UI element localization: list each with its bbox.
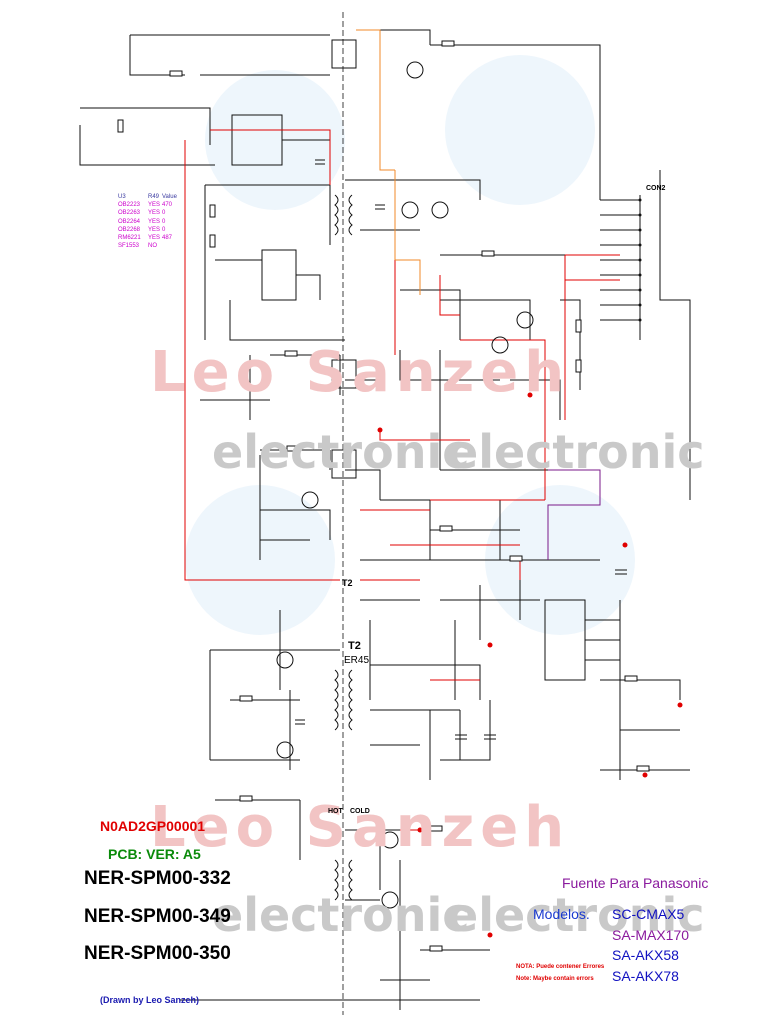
- compatible-model: SC-CMAX5: [612, 906, 685, 922]
- table-row: OB2268 YES 0: [118, 226, 180, 234]
- transformer-core-label: ER45: [344, 655, 370, 666]
- cold-side-label: COLD: [350, 808, 370, 815]
- table-cell: YES: [148, 226, 161, 233]
- ic-substitution-table: U3 R49 Value OB2223 YES 470 OB2263 YES 0…: [118, 193, 180, 250]
- resistors: [117, 40, 650, 952]
- compatible-model: SA-MAX170: [612, 927, 690, 943]
- part-code: N0AD2GP00001: [100, 818, 206, 834]
- connector-label: CON2: [646, 185, 666, 192]
- table-cell: SF1553: [118, 243, 140, 250]
- watermark-word: electronic: [447, 888, 705, 942]
- table-cell: [162, 242, 180, 250]
- table-cell: 0: [162, 210, 166, 217]
- table-row: OB2263 YES 0: [118, 209, 180, 217]
- table-cell: OB2268: [118, 226, 141, 233]
- watermark-word: electronic: [212, 888, 470, 942]
- test-points: [377, 392, 683, 938]
- board-description: Fuente Para Panasonic: [562, 875, 709, 891]
- transformer-label: T2: [342, 578, 353, 588]
- table-cell: YES: [148, 218, 161, 225]
- model-number: NER-SPM00-350: [84, 943, 231, 964]
- transformer-coils: [331, 39, 357, 901]
- table-row: OB2264 YES 0: [118, 218, 180, 226]
- table-cell: YES: [148, 210, 161, 217]
- model-number: NER-SPM00-349: [84, 906, 231, 927]
- transformer-label: T2: [348, 640, 361, 652]
- table-cell: 0: [162, 218, 166, 225]
- table-cell: OB2263: [118, 210, 141, 217]
- table-header-cell: U3: [118, 194, 126, 200]
- table-cell: 0: [162, 226, 166, 233]
- red-wiring: [184, 129, 620, 831]
- table-row: OB2223 YES 470: [118, 201, 180, 209]
- table-row: SF1553 NO: [118, 242, 180, 250]
- transistors: [276, 61, 534, 909]
- table-cell: OB2264: [118, 218, 141, 225]
- hot-side-label: HOT: [328, 808, 343, 815]
- compatible-model: SA-AKX78: [612, 968, 679, 984]
- table-cell: NO: [148, 243, 157, 250]
- table-header-cell: R49: [148, 194, 160, 200]
- table-header-cell: Value: [162, 194, 177, 200]
- table-cell: YES: [148, 235, 161, 242]
- orange-wiring: [356, 29, 421, 295]
- table-cell: 470: [162, 202, 173, 209]
- table-cell: OB2223: [118, 202, 141, 209]
- watermark-name: Leo Sanzeh: [150, 340, 571, 405]
- note-english: Note: Maybe contain errors: [516, 976, 594, 982]
- purple-wiring: [547, 469, 601, 560]
- models-heading: Modelos.: [533, 906, 590, 922]
- pcb-version: PCB: VER: A5: [108, 846, 201, 862]
- capacitors: [295, 159, 627, 740]
- connector-pins: [638, 198, 642, 322]
- watermark-word: electronic: [212, 425, 470, 479]
- table-row: RM6221 YES 487: [118, 234, 180, 242]
- table-cell: 487: [162, 235, 173, 242]
- note-spanish: NOTA: Puede contener Errores: [516, 964, 605, 970]
- model-number: NER-SPM00-332: [84, 868, 231, 889]
- author-credit: (Drawn by Leo Sanzeh): [100, 995, 200, 1005]
- table-cell: YES: [148, 202, 161, 209]
- compatible-model: SA-AKX58: [612, 947, 679, 963]
- watermark-word: electronic: [447, 425, 705, 479]
- table-header: U3 R49 Value: [118, 193, 180, 201]
- table-cell: RM6221: [118, 235, 141, 242]
- watermark-name: Leo Sanzeh: [150, 795, 571, 860]
